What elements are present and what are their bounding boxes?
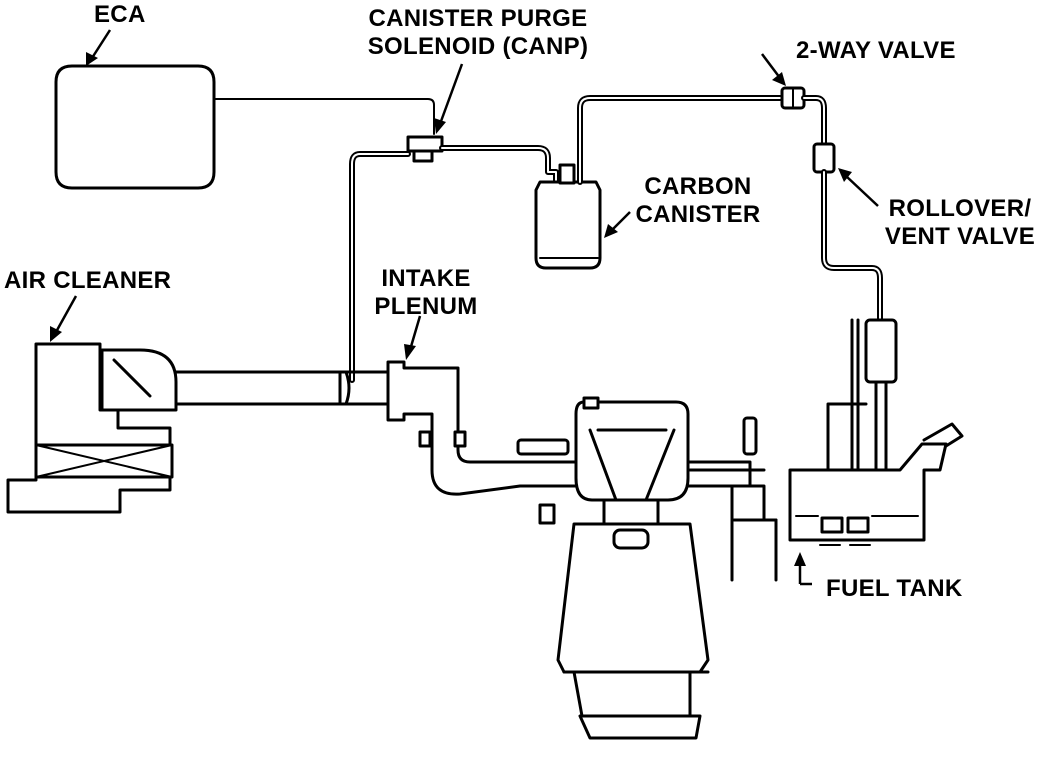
rollover-label-line1: ROLLOVER/ (888, 195, 1032, 222)
carbon-canister-body (534, 163, 602, 270)
eca-to-canp-wire (213, 98, 435, 135)
air-cleaner-pointer (50, 295, 78, 342)
fuel-tank-pointer (794, 552, 812, 586)
carbon-canister-pointer (604, 211, 631, 238)
air-cleaner-body (6, 342, 178, 514)
intake-plenum-label-line2: PLENUM (374, 293, 478, 320)
exhaust-pipes (688, 468, 778, 582)
canp-solenoid (406, 135, 444, 163)
intake-plenum-label-line1: INTAKE (381, 265, 471, 292)
eca-label: ECA (94, 1, 146, 28)
rollover-pointer (838, 168, 879, 207)
engine-block (516, 396, 758, 740)
vapor-separator (826, 318, 898, 472)
canister-to-valve-hose (577, 95, 785, 185)
canp-label-line1: CANISTER PURGE (368, 5, 588, 32)
eca-pointer (86, 29, 112, 66)
canp-label-line2: SOLENOID (CANP) (367, 33, 589, 60)
canp-to-canister-hose (439, 145, 559, 185)
fuel-tank-body (788, 422, 964, 546)
carbon-canister-label-line1: CARBON (644, 173, 752, 200)
carbon-canister-label-line2: CANISTER (635, 201, 761, 228)
rollover-vent-valve (812, 142, 836, 174)
canp-pointer (434, 63, 464, 134)
fuel-tank-label: FUEL TANK (826, 575, 963, 602)
air-cleaner-label: AIR CLEANER (4, 267, 172, 294)
valve-to-rollover-hose (801, 95, 827, 147)
intake-plenum-body (386, 360, 752, 496)
intake-duct (174, 370, 390, 406)
rollover-label-line2: VENT VALVE (884, 223, 1036, 250)
eca-module (54, 64, 216, 190)
two-way-valve-pointer (761, 53, 786, 86)
intake-plenum-pointer (404, 315, 422, 360)
two-way-valve-label: 2-WAY VALVE (796, 37, 956, 64)
two-way-valve (780, 86, 806, 110)
